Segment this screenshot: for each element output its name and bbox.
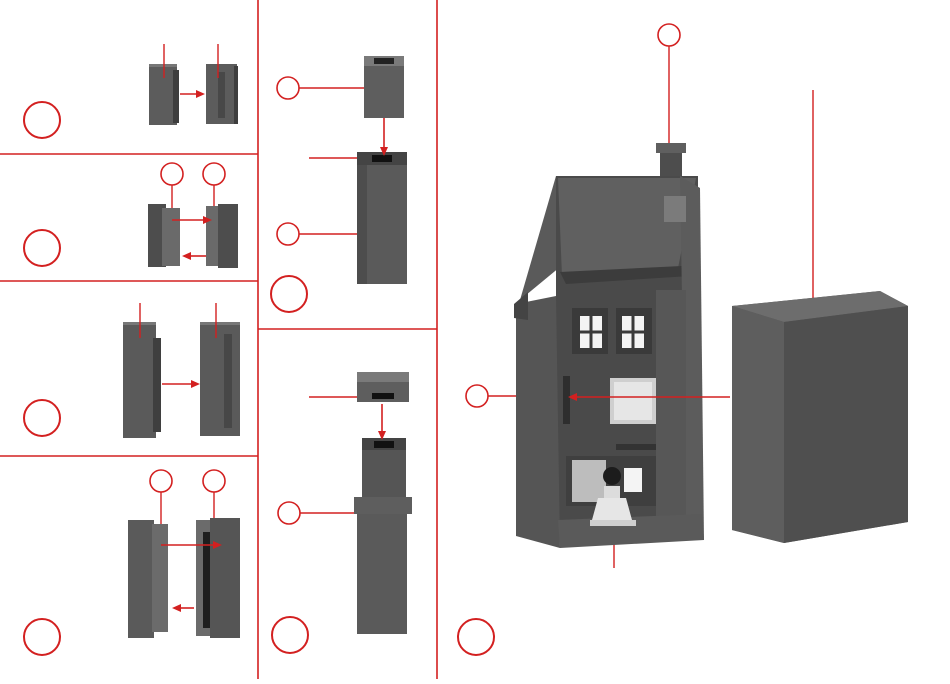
step-1-panel (24, 44, 238, 138)
step-2-panel (24, 163, 238, 268)
step-number-circle (24, 230, 60, 266)
callout-circle (150, 470, 172, 492)
step-number-circle (24, 619, 60, 655)
corner-assembly-right (196, 518, 240, 638)
callout-circle (203, 470, 225, 492)
arrow-down (380, 118, 388, 156)
light-panel (610, 378, 656, 424)
step-7-panel (458, 24, 908, 655)
arrow-right (180, 90, 205, 98)
shelf (616, 444, 656, 450)
step-number-circle (271, 276, 307, 312)
callout-circle (277, 223, 299, 245)
corner-assembly-left (128, 520, 168, 638)
window-icon (616, 308, 652, 354)
step-4-panel (24, 470, 240, 655)
step-5-panel (271, 56, 407, 312)
callout-circle (203, 163, 225, 185)
chimney-icon (656, 143, 686, 176)
callout-circle (658, 24, 680, 46)
step-number-circle (458, 619, 494, 655)
side-wall-right (200, 322, 240, 436)
corner-piece-right (206, 204, 238, 268)
chimney-shaft-piece (357, 152, 407, 284)
chimney-with-collar-piece (354, 438, 412, 634)
step-3-panel (24, 303, 240, 438)
step-6-panel (272, 372, 412, 653)
arrow-left (172, 604, 194, 612)
callout-circle (278, 502, 300, 524)
window-icon (572, 308, 608, 354)
wall-piece-right (206, 64, 238, 124)
step-number-circle (272, 617, 308, 653)
arrow-right (162, 380, 200, 388)
step-number-circle (24, 400, 60, 436)
callout-circle (161, 163, 183, 185)
callout-circle (277, 77, 299, 99)
back-wall-box-icon (732, 291, 908, 543)
side-wall-left (123, 322, 161, 438)
side-slot (563, 376, 570, 424)
step-number-circle (24, 102, 60, 138)
arrow-down (378, 404, 386, 440)
chimney-cap-piece (364, 56, 404, 118)
arrow-left (182, 252, 206, 260)
callout-circle (466, 385, 488, 407)
corner-piece-left (148, 204, 180, 267)
chimney-top-piece (357, 372, 409, 402)
